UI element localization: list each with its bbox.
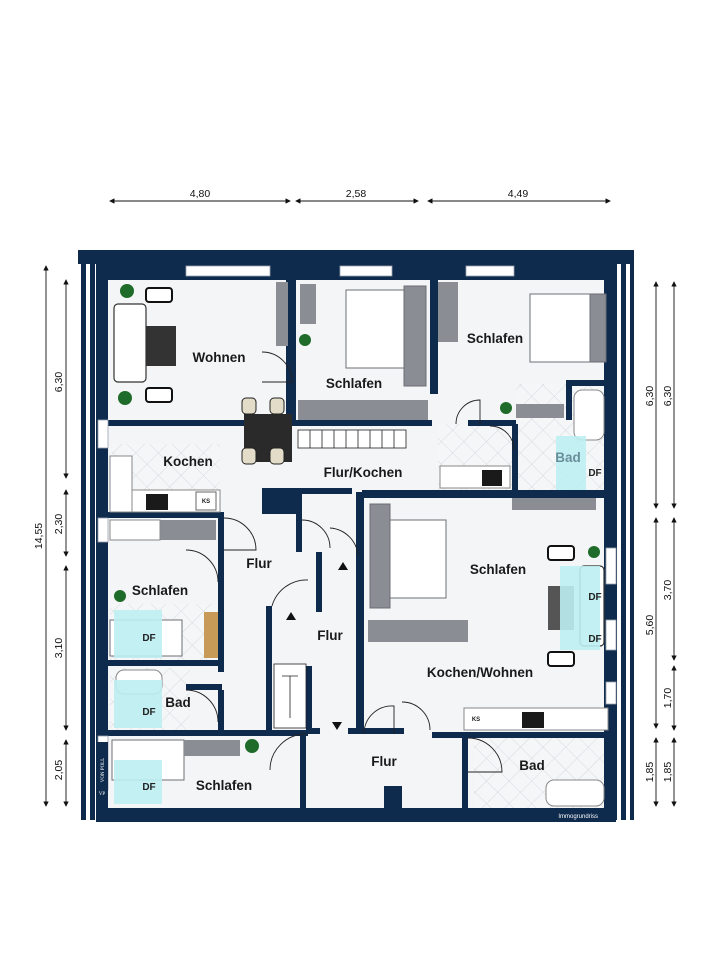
dim-right-outer-1: 6,30 xyxy=(662,386,674,407)
df-marker-right-2: DF xyxy=(588,634,601,645)
dimension-lines xyxy=(43,198,677,807)
ks-marker-kochen-wohnen: KS xyxy=(472,717,480,723)
dim-right-inner-3: 1,85 xyxy=(644,762,656,783)
room-labels: Wohnen Kochen Schlafen Schlafen Bad Flur… xyxy=(132,331,581,793)
logo-name: VON POLL xyxy=(101,758,106,783)
room-label-schlafen-mid-left: Schlafen xyxy=(132,583,188,598)
doors xyxy=(185,351,515,773)
df-marker-right-1: DF xyxy=(588,592,601,603)
room-label-flur-kochen: Flur/Kochen xyxy=(324,465,403,480)
room-label-flur-bottom: Flur xyxy=(371,754,397,769)
room-label-kochen: Kochen xyxy=(163,454,213,469)
dim-right-inner-1: 6,30 xyxy=(644,386,656,407)
dim-right-inner-2: 5,60 xyxy=(644,615,656,636)
dim-left-3: 3,10 xyxy=(53,638,65,659)
room-label-bad-top-right: Bad xyxy=(555,450,581,465)
room-label-flur-left: Flur xyxy=(246,556,272,571)
df-marker-bad-left: DF xyxy=(142,707,155,718)
dim-top-3: 4,49 xyxy=(508,188,529,200)
dim-left-total: 14,55 xyxy=(33,523,45,549)
room-label-wohnen: Wohnen xyxy=(193,350,246,365)
credit-text: Immogrundriss xyxy=(558,814,598,820)
room-label-schlafen-bottom-left: Schlafen xyxy=(196,778,252,793)
room-label-flur-center: Flur xyxy=(317,628,343,643)
ks-marker-kochen: KS xyxy=(202,499,210,505)
markers: DF DF DF DF DF DF KS KS xyxy=(142,468,601,793)
skylights xyxy=(114,436,600,804)
dim-top-1: 4,80 xyxy=(190,188,211,200)
plants xyxy=(114,284,600,753)
df-marker-schlafen-mid-left: DF xyxy=(142,633,155,644)
staircase xyxy=(273,429,407,729)
dimension-labels: 4,80 2,58 4,49 14,55 6,30 2,30 3,10 2,05… xyxy=(33,188,674,782)
room-label-bad-left: Bad xyxy=(165,695,191,710)
dim-right-outer-3: 1,70 xyxy=(662,688,674,709)
room-label-schlafen-mid-right: Schlafen xyxy=(470,562,526,577)
df-marker-schlafen-bottom-left: DF xyxy=(142,782,155,793)
roof-edges xyxy=(78,250,634,820)
dim-right-outer-4: 1,85 xyxy=(662,762,674,783)
dim-left-4: 2,05 xyxy=(53,760,65,781)
dim-left-2: 2,30 xyxy=(53,514,65,535)
direction-arrows xyxy=(286,562,348,730)
room-label-kochen-wohnen: Kochen/Wohnen xyxy=(427,665,533,680)
dim-left-1: 6,30 xyxy=(53,372,65,393)
room-label-schlafen-top-right: Schlafen xyxy=(467,331,523,346)
room-label-schlafen-top-middle: Schlafen xyxy=(326,376,382,391)
logo-mark: VP xyxy=(99,792,106,797)
dim-top-2: 2,58 xyxy=(346,188,367,200)
von-poll-logo: VP VON POLL xyxy=(96,742,108,798)
df-marker-bad-top-right: DF xyxy=(588,468,601,479)
dim-right-outer-2: 3,70 xyxy=(662,580,674,601)
room-label-bad-bottom-right: Bad xyxy=(519,758,545,773)
